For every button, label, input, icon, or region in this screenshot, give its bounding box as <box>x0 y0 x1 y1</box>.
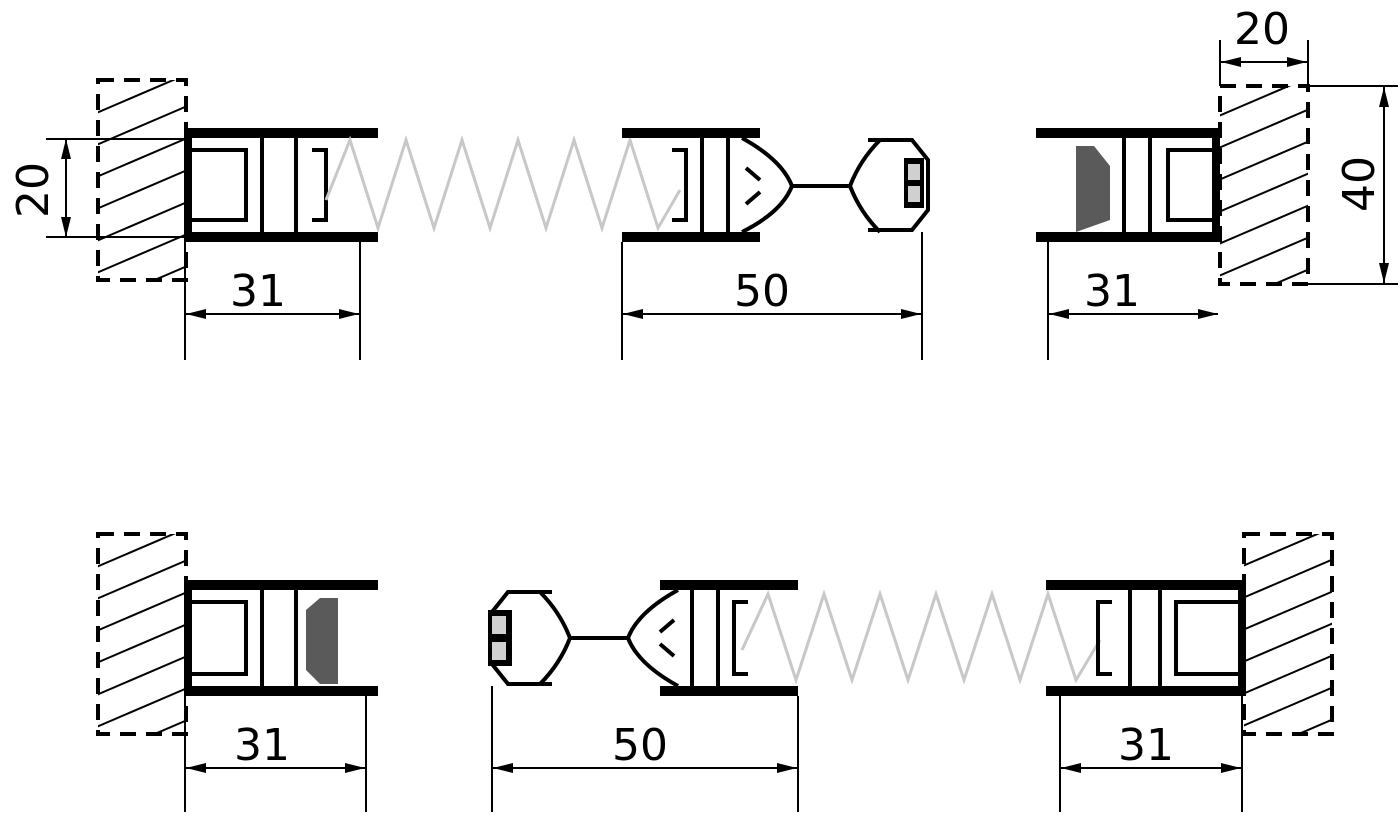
spring-bottom-right <box>740 589 1102 685</box>
dimension-label-top-right-wall-width: 20 <box>1234 4 1290 55</box>
dimension-top-left-width: 31 <box>184 242 361 360</box>
dimension-label-bottom-middle-width: 50 <box>612 720 668 771</box>
dimension-label-top-right-height: 40 <box>1334 156 1385 212</box>
dimension-label-top-middle-width: 50 <box>734 266 790 317</box>
wall-bottom-left <box>96 532 188 736</box>
profile-top-right <box>1036 128 1220 242</box>
wall-top-left <box>96 78 188 282</box>
dimension-top-left-height: 20 <box>8 138 186 238</box>
dimension-bottom-right-width: 31 <box>1059 696 1243 812</box>
dimension-label-top-left-width: 31 <box>230 266 286 317</box>
magnet-strip <box>908 186 920 202</box>
profile-bottom-left <box>184 580 378 696</box>
spring-top-left <box>324 135 682 233</box>
magnet-strip <box>492 616 506 634</box>
seal-strip <box>306 598 338 684</box>
dimension-top-right-width: 31 <box>1047 242 1218 360</box>
dimension-label-bottom-left-width: 31 <box>234 720 290 771</box>
seal-strip <box>1076 146 1110 232</box>
wall-top-right <box>1218 84 1310 286</box>
dimension-top-middle-width: 50 <box>621 232 923 360</box>
profile-bottom-middle <box>488 580 798 696</box>
dimension-label-bottom-right-width: 31 <box>1118 720 1174 771</box>
dimension-top-right-wall-width: 20 <box>1219 4 1309 86</box>
profile-top-left <box>184 128 378 242</box>
profile-top-middle <box>622 128 930 242</box>
dimension-bottom-middle-width: 50 <box>491 686 799 812</box>
dimension-label-top-left-height: 20 <box>8 162 59 218</box>
dimension-bottom-left-width: 31 <box>184 696 367 812</box>
magnet-strip <box>908 164 920 180</box>
wall-bottom-right <box>1242 532 1334 736</box>
dimension-label-top-right-width: 31 <box>1084 266 1140 317</box>
magnet-strip <box>492 642 506 660</box>
dimension-top-right-height: 40 <box>1308 85 1398 285</box>
